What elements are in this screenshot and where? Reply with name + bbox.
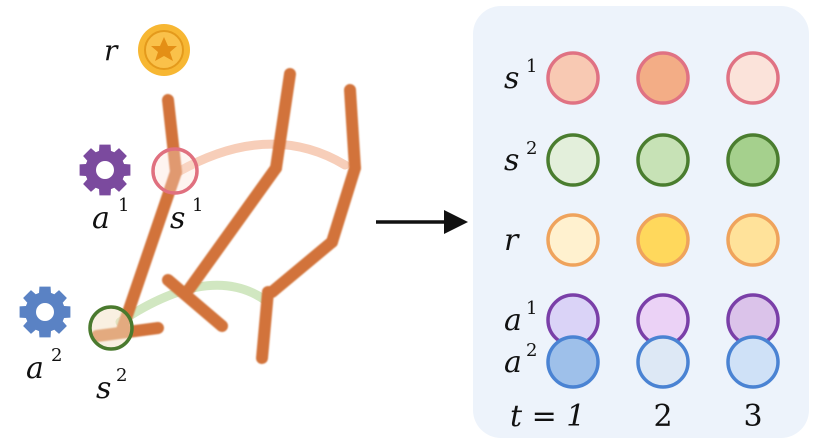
state2-label: s (96, 371, 111, 406)
token-r4-t3 (726, 335, 780, 389)
leg-back-foot (256, 286, 274, 364)
row-sup-0: 1 (526, 56, 537, 77)
row-label-0: s (504, 61, 519, 96)
row-sup-3: 1 (526, 298, 537, 319)
token-r1-t3 (726, 133, 780, 187)
token-r2-t3 (726, 213, 780, 267)
token-r2-t2 (636, 213, 690, 267)
leg-front-lower (116, 166, 182, 336)
row-sup-4: 2 (526, 340, 537, 361)
agent2-label: a (26, 351, 44, 386)
token-r2-t1 (546, 213, 600, 267)
reward-label: r (104, 34, 119, 67)
leg-back-mid (326, 162, 361, 248)
col-label-2: 2 (653, 399, 672, 434)
s1-trace-arc (173, 139, 350, 177)
row-sup-1: 2 (526, 138, 537, 159)
token-r4-t2 (636, 335, 690, 389)
gear-icon (79, 144, 131, 196)
row-label-2: r (504, 223, 520, 258)
time-axis-label: t = 1 (510, 399, 585, 434)
s2-observation-ring (88, 305, 134, 351)
state1-label: s (170, 201, 185, 236)
leg-mid-upper (270, 68, 296, 174)
s2-trace-arc (115, 280, 270, 327)
walker-illustration: r a 1 s 1 a 2 s 2 (19, 24, 361, 406)
leg-mid-foot (162, 274, 228, 332)
token-r0-t2 (636, 51, 690, 105)
arrow-right-icon (376, 210, 468, 234)
reward-coin (138, 24, 190, 76)
row-label-3: a (504, 303, 522, 338)
token-r1-t2 (636, 133, 690, 187)
row-label-1: s (504, 143, 519, 178)
state2-sup: 2 (116, 365, 127, 386)
walker-legs (91, 68, 361, 364)
token-r4-t1 (546, 335, 600, 389)
agent1-sup: 1 (118, 195, 129, 216)
token-r0-t1 (546, 51, 600, 105)
star-icon (151, 37, 177, 61)
token-r1-t1 (546, 133, 600, 187)
leg-mid-mid (184, 162, 282, 294)
state1-sup: 1 (192, 195, 203, 216)
leg-back-lower (266, 236, 338, 298)
agent2-sup: 2 (51, 345, 62, 366)
gear-icon (19, 286, 71, 338)
leg-back-upper (344, 84, 361, 174)
row-label-4: a (504, 345, 522, 380)
s1-observation-ring (151, 147, 199, 195)
token-r0-t3 (726, 51, 780, 105)
col-label-3: 3 (743, 399, 762, 434)
agent1-label: a (92, 201, 110, 236)
leg-front-upper (162, 94, 182, 178)
